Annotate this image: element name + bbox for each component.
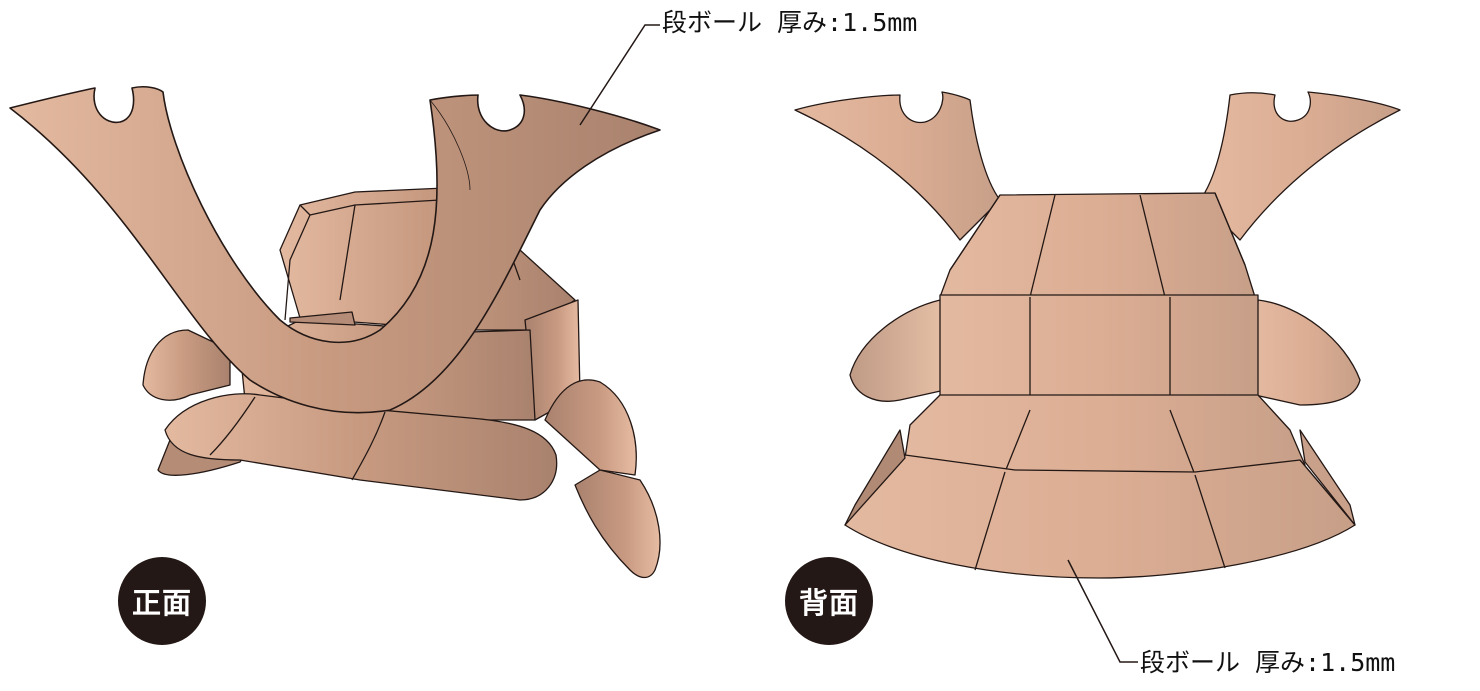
back-side-strip-left — [844, 429, 906, 526]
leader-line-bottom — [1067, 559, 1138, 663]
front-right-lower-flap — [574, 469, 661, 579]
front-helmet — [9, 85, 661, 579]
back-left-horn — [794, 91, 1001, 241]
back-helmet — [794, 91, 1401, 579]
front-left-wing — [142, 329, 231, 401]
material-label-top: 段ボール 厚み:1.5mm — [662, 8, 918, 37]
front-horns — [9, 85, 661, 414]
front-right-wing — [544, 379, 637, 476]
material-label-bottom: 段ボール 厚み:1.5mm — [1140, 648, 1396, 677]
back-middle-band — [939, 294, 1259, 411]
back-left-wing — [849, 299, 946, 402]
back-view-badge: 背面 — [785, 557, 873, 645]
back-right-horn — [1199, 91, 1401, 241]
back-side-strip-right — [1299, 429, 1356, 526]
back-right-wing — [1254, 299, 1361, 406]
back-skirt-lower — [844, 454, 1356, 579]
leader-line-top — [579, 24, 660, 126]
front-view-badge: 正面 — [118, 557, 206, 645]
front-brim — [164, 393, 558, 501]
